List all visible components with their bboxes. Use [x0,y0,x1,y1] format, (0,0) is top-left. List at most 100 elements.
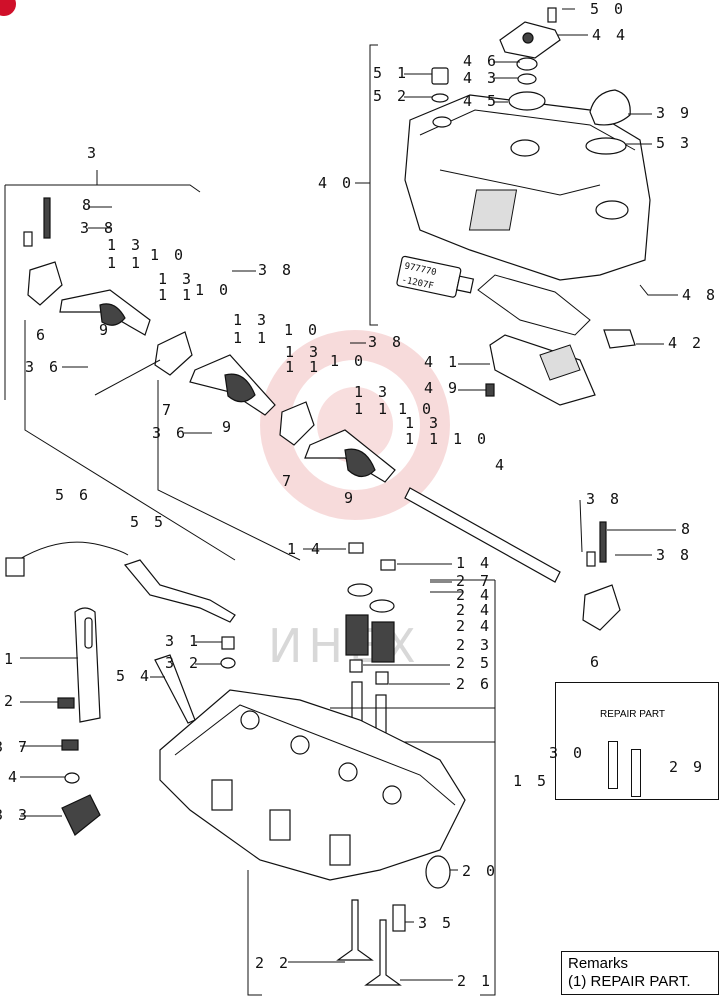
callout-29: 2 9 [669,758,705,776]
callout-10c: 1 0 [284,321,320,339]
washer-4 [64,772,80,784]
callout-9a: 9 [99,321,111,339]
baffle-bracket [539,344,581,381]
washer-32 [220,657,236,669]
callout-4b: 4 [8,768,20,786]
callout-42: 4 2 [668,334,704,352]
rocker-support-7a [154,331,193,376]
breather-cover-bolt-hole [522,32,534,44]
callout-24c: 2 4 [456,617,492,635]
callout-24b: 2 4 [456,601,492,619]
port-d [240,710,260,730]
callout-15: 1 5 [513,772,549,790]
callout-36b: 3 6 [152,424,188,442]
baffle-plate-41 [489,334,596,406]
guide-a [351,681,363,723]
callout-13a: 1 3 [107,236,143,254]
spring-9a [99,303,126,326]
callout-9b: 9 [222,418,234,436]
cylinder-head-deck [174,704,456,806]
side-port-c [329,834,351,866]
callout-38e: 3 8 [656,546,692,564]
callout-22: 2 2 [255,954,291,972]
rubber-42 [603,329,636,349]
wire-56 [17,541,129,561]
callout-14b: 1 4 [456,554,492,572]
o-ring-53 [585,137,627,155]
callout-10f: 1 0 [453,430,489,448]
callout-9c: 9 [344,489,356,507]
callout-leaders [20,8,678,981]
rocker-shaft-4 [404,487,561,583]
sealant-tube-cap [456,275,475,294]
spring-9b [224,373,256,403]
rocker-support-7b [279,401,315,446]
repair-guide-29 [631,749,641,797]
rocker-support-6 [27,261,63,306]
callout-25: 2 5 [456,654,492,672]
callout-40: 4 0 [318,174,354,192]
callout-11a: 1 1 [107,254,143,272]
callout-41: 4 1 [424,353,460,371]
bracket-33 [61,794,101,836]
callout-11e: 1 1 [354,400,390,418]
port-a [290,735,310,755]
callout-8b: 8 [681,520,693,538]
cover-boss [432,116,452,128]
port-b [338,762,358,782]
bolt-38a [23,231,33,247]
bolt-50 [547,7,557,23]
valve-train [247,542,496,996]
callout-55: 5 5 [130,513,166,531]
gasket-48 [477,274,591,336]
glow-plug-54 [154,654,196,724]
left-side-parts [5,541,236,836]
diaphragm-45 [508,91,546,111]
bolt-2 [57,697,75,709]
stud-8 [43,197,51,239]
callout-10b: 1 0 [195,281,231,299]
retainer-24b [369,599,395,613]
callout-31: 3 1 [165,632,201,650]
port-c [382,785,402,805]
connector [5,557,25,577]
callout-48: 4 8 [682,286,718,304]
callout-10e: 1 0 [398,400,434,418]
callout-32: 3 2 [165,654,201,672]
callout-44: 4 4 [592,26,628,44]
callout-52: 5 2 [373,87,409,105]
valve-21 [364,919,402,986]
bolt-49 [485,383,495,397]
lift-hook-1 [74,607,101,723]
callout-11b: 1 1 [158,286,194,304]
gasket-46 [516,57,538,71]
callout-50: 5 0 [590,0,626,18]
valve-22 [336,899,374,961]
callout-8: 8 [82,196,94,214]
callout-45: 4 5 [463,92,499,110]
rocker-assembly [4,170,621,631]
callout-4: 4 [495,456,507,474]
callout-11c: 1 1 [233,329,269,347]
callout-13f: 1 3 [405,414,441,432]
callout-53: 5 3 [656,134,692,152]
bracket-40 [355,44,378,326]
rocker-leader-lines [24,320,301,561]
watermark-gear [260,330,450,520]
callout-51: 5 1 [373,64,409,82]
callout-7b: 7 [282,472,294,490]
callout-33: 3 3 [0,806,30,824]
callout-46: 4 6 [463,52,499,70]
callout-43: 4 3 [463,69,499,87]
corner-marker [0,0,16,16]
insert-35 [392,904,406,932]
sealant-tube: 977770 -1207F [396,255,475,298]
callout-13e: 1 3 [354,383,390,401]
cap-14b [380,559,396,571]
lift-hook-slot [84,617,93,649]
callout-10d: 1 0 [330,352,366,370]
remarks-box: Remarks (1) REPAIR PART. [561,951,719,995]
bolt-38d [586,551,596,567]
cap-14a [348,542,364,554]
